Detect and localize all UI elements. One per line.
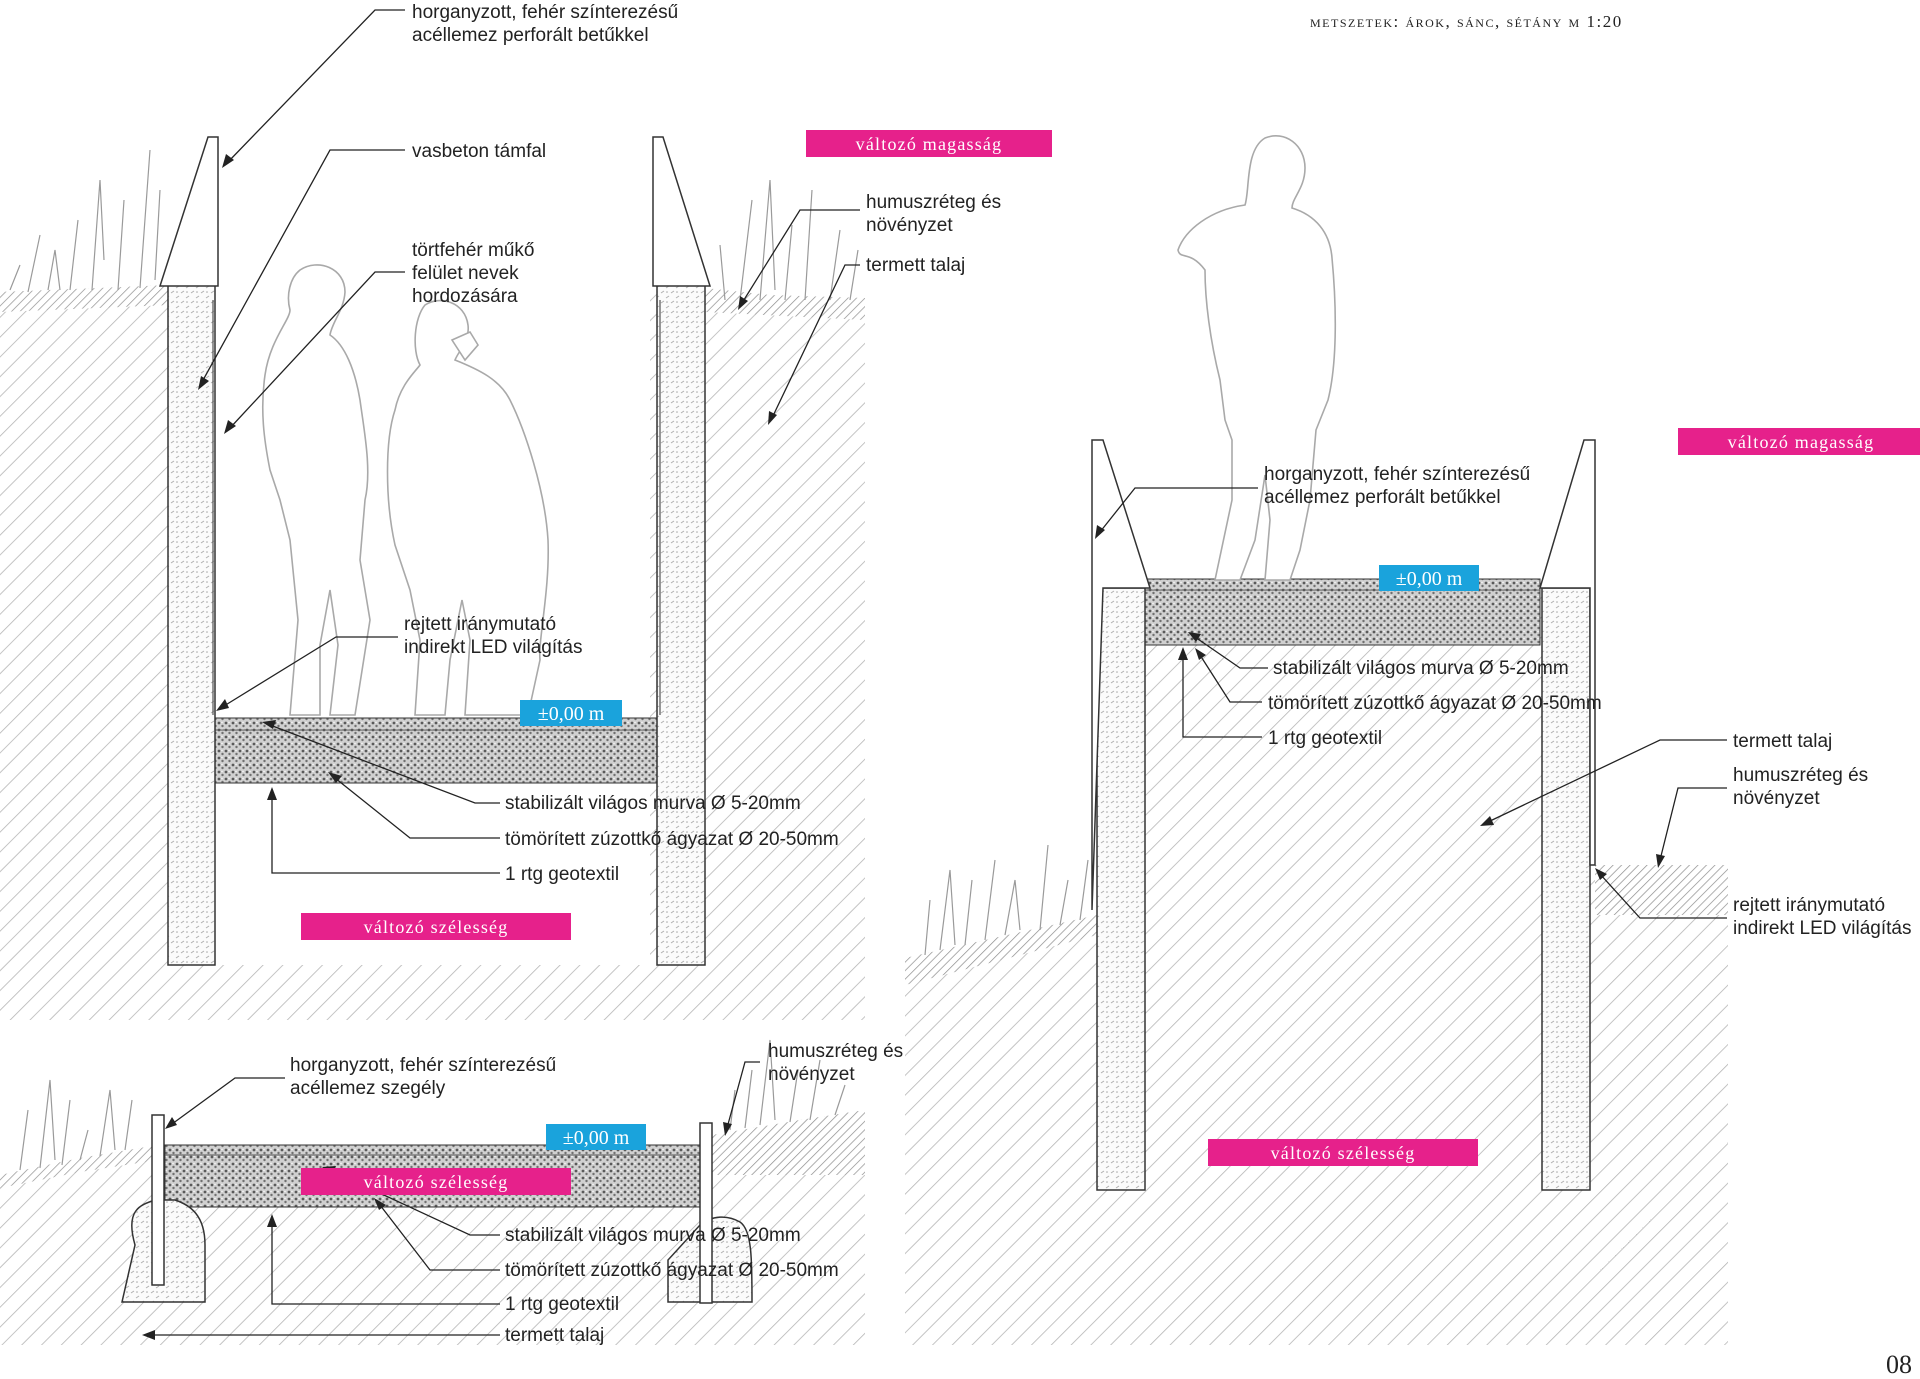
section-b-soil-label: termett talaj bbox=[505, 1325, 604, 1346]
section-b-crushed-label: tömörített zúzottkő ágyazat Ø 20-50mm bbox=[505, 1260, 839, 1281]
section-c-height-tag: változó magasság bbox=[1678, 428, 1920, 455]
section-c-crushed-label: tömörített zúzottkő ágyazat Ø 20-50mm bbox=[1268, 693, 1602, 714]
section-a-right-steel-plate bbox=[652, 136, 712, 287]
section-b-labels: horganyzott, fehér színterezésű acélleme… bbox=[142, 1041, 903, 1346]
section-c-plate-label-line1: horganyzott, fehér színterezésű bbox=[1264, 464, 1530, 485]
svg-text:±0,00 m: ±0,00 m bbox=[563, 1127, 630, 1149]
section-c-soil-label: termett talaj bbox=[1733, 731, 1832, 752]
section-c-person-silhouette bbox=[1177, 135, 1337, 581]
section-a-trench bbox=[0, 136, 865, 1020]
section-c-right-steel-plate bbox=[1538, 439, 1596, 866]
section-a-people-silhouette bbox=[261, 264, 550, 716]
section-a-plate-label-line1: horganyzott, fehér színterezésű bbox=[412, 2, 678, 23]
section-c-geotextile-label: 1 rtg geotextil bbox=[1268, 728, 1382, 749]
section-c-plate-label-line2: acéllemez perforált betűkkel bbox=[1264, 487, 1501, 508]
section-b-humus-label-line2: növényzet bbox=[768, 1064, 855, 1085]
section-a-width-tag: változó szélesség bbox=[301, 913, 571, 940]
section-a-humus-label-line2: növényzet bbox=[866, 215, 953, 236]
section-c-level-tag: ±0,00 m bbox=[1379, 565, 1479, 591]
section-a-height-tag: változó magasság bbox=[806, 130, 1052, 157]
section-c-left-steel-plate bbox=[1091, 439, 1152, 911]
section-a-surface-label-line3: hordozására bbox=[412, 286, 518, 307]
svg-text:változó szélesség: változó szélesség bbox=[364, 1172, 509, 1192]
section-c-labels: horganyzott, fehér színterezésű acélleme… bbox=[1095, 464, 1911, 939]
section-a-humus-label-line1: humuszréteg és bbox=[866, 192, 1001, 213]
section-b-width-tag: változó szélesség bbox=[301, 1168, 571, 1195]
section-c-humus-label-line1: humuszréteg és bbox=[1733, 765, 1868, 786]
svg-text:változó magasság: változó magasság bbox=[856, 134, 1003, 154]
section-c-width-tag: változó szélesség bbox=[1208, 1139, 1478, 1166]
section-b-level-tag: ±0,00 m bbox=[546, 1124, 646, 1150]
section-b-path bbox=[0, 1039, 865, 1345]
section-a-led-label-line2: indirekt LED világítás bbox=[404, 637, 582, 658]
section-a-gravel-layer bbox=[214, 717, 658, 784]
section-c-humus-label-line2: növényzet bbox=[1733, 788, 1820, 809]
section-a-wall-label: vasbeton támfal bbox=[412, 141, 546, 162]
section-c-right-wall bbox=[1541, 587, 1591, 1191]
section-a-right-wall bbox=[656, 284, 706, 966]
section-a-gravel-label: stabilizált világos murva Ø 5-20mm bbox=[505, 793, 801, 814]
section-a-left-steel-plate bbox=[158, 136, 219, 287]
section-a-soil-label: termett talaj bbox=[866, 255, 965, 276]
section-b-plate-label-line2: acéllemez szegély bbox=[290, 1078, 446, 1099]
section-c-led-label-line2: indirekt LED világítás bbox=[1733, 918, 1911, 939]
svg-text:±0,00 m: ±0,00 m bbox=[1396, 568, 1463, 590]
section-a-crushed-label: tömörített zúzottkő ágyazat Ø 20-50mm bbox=[505, 829, 839, 850]
svg-text:±0,00 m: ±0,00 m bbox=[538, 703, 605, 725]
section-a-surface-label-line1: törtfehér műkő bbox=[412, 240, 535, 261]
section-a-surface-label-line2: felület nevek bbox=[412, 263, 519, 284]
section-a-plate-label-line2: acéllemez perforált betűkkel bbox=[412, 25, 649, 46]
section-b-geotextile-label: 1 rtg geotextil bbox=[505, 1294, 619, 1315]
section-b-gravel-label: stabilizált világos murva Ø 5-20mm bbox=[505, 1225, 801, 1246]
section-c-embankment bbox=[905, 135, 1728, 1345]
section-c-gravel-label: stabilizált világos murva Ø 5-20mm bbox=[1273, 658, 1569, 679]
section-b-right-edge-plate bbox=[699, 1122, 713, 1304]
sheet-title: metszetek: árok, sánc, sétány m 1:20 bbox=[1310, 12, 1623, 31]
section-a-labels: horganyzott, fehér színterezésű acélleme… bbox=[198, 2, 1001, 885]
section-b-left-edge-plate bbox=[151, 1114, 165, 1286]
section-b-humus-label-line1: humuszréteg és bbox=[768, 1041, 903, 1062]
page-number: 08 bbox=[1886, 1350, 1912, 1379]
section-a-left-wall bbox=[167, 284, 216, 966]
section-b-plate-label-line1: horganyzott, fehér színterezésű bbox=[290, 1055, 556, 1076]
section-c-led-label-line1: rejtett iránymutató bbox=[1733, 895, 1885, 916]
svg-text:változó szélesség: változó szélesség bbox=[364, 917, 509, 937]
section-a-geotextile-label: 1 rtg geotextil bbox=[505, 864, 619, 885]
section-a-level-tag: ±0,00 m bbox=[520, 700, 622, 726]
section-a-led-label-line1: rejtett iránymutató bbox=[404, 614, 556, 635]
svg-text:változó magasság: változó magasság bbox=[1728, 432, 1875, 452]
svg-text:változó szélesség: változó szélesség bbox=[1271, 1143, 1416, 1163]
section-c-gravel-layer bbox=[1144, 578, 1541, 646]
section-c-left-wall bbox=[1096, 587, 1146, 1191]
